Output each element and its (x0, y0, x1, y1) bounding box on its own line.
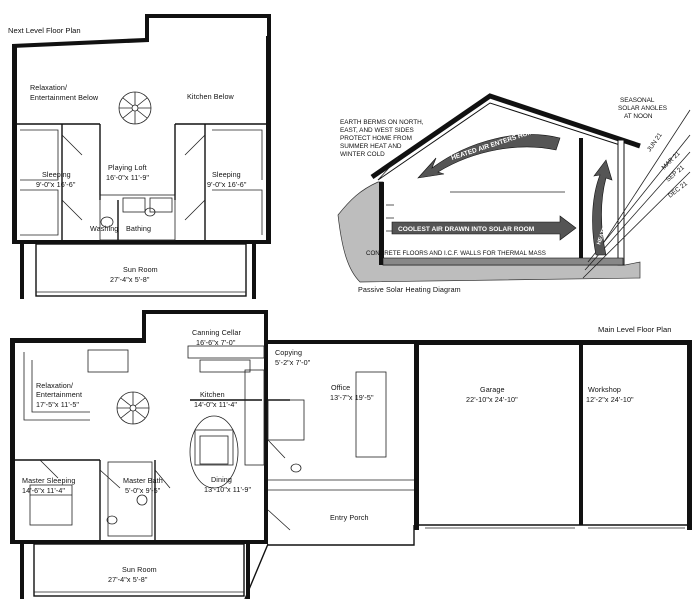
entry-porch-outline (244, 525, 415, 599)
thermal-floor (382, 257, 624, 266)
entry-wall (268, 479, 414, 491)
interior-glass-wall (579, 138, 583, 265)
sofa (23, 352, 90, 421)
main-south-wall (10, 540, 268, 544)
seasonal-note-1: SEASONAL (620, 97, 655, 104)
upper-west-wall (12, 44, 17, 244)
garage-name: Garage (480, 385, 505, 394)
playing-loft-dim: 16'-0"x 11'-9" (106, 173, 149, 182)
upper-bath (99, 194, 176, 241)
canning-cellar-walls (142, 310, 268, 344)
upper-east-wall (266, 36, 271, 244)
canning-cellar-name: Canning Cellar (192, 328, 241, 337)
upper-doors (61, 134, 206, 221)
bed (29, 484, 73, 526)
main-relax-line2: Entertainment (36, 390, 82, 399)
dining-name: Dining (211, 475, 232, 484)
upper-partitions (61, 124, 206, 240)
house-north-wall (379, 182, 384, 265)
berm-note-3: PROTECT HOME FROM (340, 135, 412, 142)
copying-bath (267, 399, 305, 441)
master-bath-name: Master Bath (123, 476, 163, 485)
main-level-floor-plan: Main Level Floor Plan (10, 310, 692, 599)
bathing-label: Bathing (126, 224, 151, 233)
sleep-right-dim: 9'-0"x 16'-6" (207, 180, 247, 189)
upper-south-wall (12, 240, 271, 244)
office-desk (355, 371, 387, 458)
next-level-title: Next Level Floor Plan (8, 26, 81, 35)
office-north-wall (264, 340, 416, 344)
berm-note-2: EAST, AND WEST SIDES (340, 127, 414, 134)
washing-label: Washing (90, 224, 118, 233)
dining-table-outline (189, 415, 239, 489)
dining-dim: 13'-10"x 11'-9" (204, 485, 252, 494)
kitchen-dim: 14'-0"x 11'-4" (194, 400, 237, 409)
upper-north-wall (12, 14, 271, 48)
kitchen-name: Kitchen (200, 390, 225, 399)
main-sun-dim: 27'-4"x 5'-8" (108, 575, 148, 584)
copying-dim: 5'-2"x 7'-0" (275, 358, 311, 367)
main-spiral-stair (116, 391, 150, 425)
copying-name: Copying (275, 348, 302, 357)
workshop-dim: 12'-2"x 24'-10" (586, 395, 634, 404)
sleep-left-name: Sleeping (42, 170, 71, 179)
sleep-left-dim: 9'-0"x 16'-6" (36, 180, 76, 189)
berm-leader (377, 157, 399, 181)
entry-porch-label: Entry Porch (330, 513, 369, 522)
main-sun-name: Sun Room (122, 565, 157, 574)
garage-dim: 22'-10"x 24'-10" (466, 395, 518, 404)
cool-air-label: COOLEST AIR DRAWN INTO SOLAR ROOM (398, 226, 535, 233)
upper-sun-name: Sun Room (123, 265, 158, 274)
main-west-wall (10, 338, 15, 543)
canning-cellar-dim: 16'-6"x 7'-0" (196, 338, 236, 347)
main-relax-dim: 17'-5"x 11'-5" (36, 400, 79, 409)
heated-air-enters-arrow (417, 134, 561, 179)
solar-glazing (617, 139, 625, 266)
main-level-title: Main Level Floor Plan (598, 325, 671, 334)
earth-berm (337, 181, 641, 283)
master-sleeping-dim: 14'-6"x 11'-4" (22, 486, 65, 495)
main-sun-room: Sun Room 27'-4"x 5'-8" (20, 543, 250, 599)
angle-label-4: DEC 21 (667, 180, 689, 200)
office-dim: 13'-7"x 19'-5" (330, 393, 374, 402)
kitchen-below-label: Kitchen Below (187, 92, 235, 101)
garage-workshop (414, 340, 692, 530)
next-level-floor-plan: Next Level Floor Plan Relaxation/ Entert… (8, 14, 271, 299)
seasonal-note-3: AT NOON (624, 113, 653, 120)
angle-label-1: JUN 21 (646, 131, 664, 153)
sleep-right-name: Sleeping (212, 170, 241, 179)
cool-air-arrow (391, 215, 577, 241)
main-doors (39, 439, 291, 531)
master-sleeping-name: Master Sleeping (22, 476, 75, 485)
upper-relax-line2: Entertainment Below (30, 93, 99, 102)
cabinet (87, 349, 129, 373)
upper-relax-line1: Relaxation/ (30, 83, 67, 92)
heated-air-rises-arrow (592, 159, 613, 256)
solar-caption: Passive Solar Heating Diagram (358, 285, 461, 294)
upper-sun-dim: 27'-4"x 5'-8" (110, 275, 150, 284)
kitchen-island (194, 429, 234, 466)
main-east-wall (264, 344, 268, 544)
concrete-note: CONCRETE FLOORS AND I.C.F. WALLS FOR THE… (366, 250, 546, 257)
berm-note-1: EARTH BERMS ON NORTH, (340, 119, 424, 126)
passive-solar-diagram: JUN 21 MAR 21 SEP 21 DEC 21 HEATED AIR E… (337, 93, 691, 294)
main-partitions (15, 399, 290, 540)
workshop-name: Workshop (588, 385, 621, 394)
main-relax-line1: Relaxation/ (36, 381, 73, 390)
seasonal-note-2: SOLAR ANGLES (618, 105, 667, 112)
upper-sun-room: Sun Room 27'-4"x 5'-8" (20, 243, 256, 299)
main-north-wall-left (10, 338, 142, 343)
upper-spiral-stair (118, 91, 152, 125)
master-bath-dim: 5'-0"x 9'-5" (125, 486, 161, 495)
house-roof (370, 93, 641, 180)
master-bath-outline (107, 461, 153, 537)
berm-note-4: SUMMER HEAT AND (340, 143, 402, 150)
playing-loft-name: Playing Loft (108, 163, 147, 172)
office-name: Office (331, 383, 350, 392)
kitchen-counters (187, 345, 265, 489)
upper-closets (20, 129, 263, 236)
berm-note-5: WINTER COLD (340, 151, 385, 158)
